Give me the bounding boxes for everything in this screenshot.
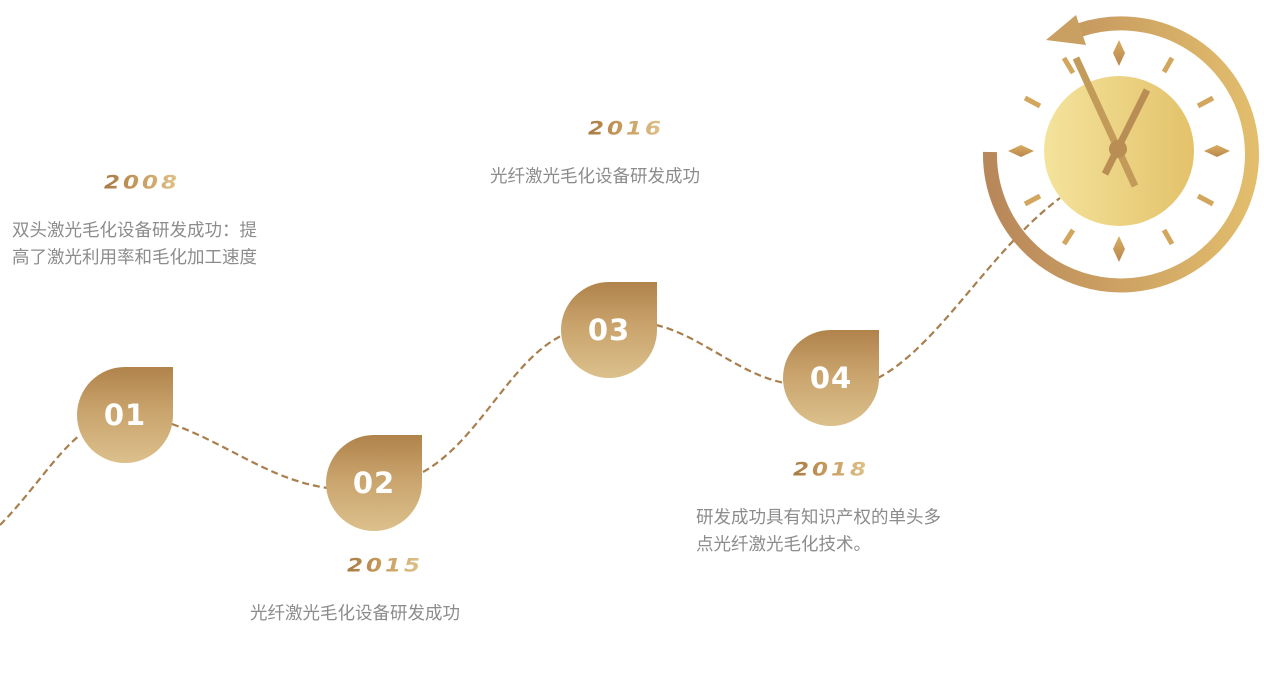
milestone-year: 2018	[793, 459, 870, 481]
milestone-marker: 04	[783, 330, 879, 426]
milestone-year: 2008	[104, 172, 181, 194]
milestone-marker: 02	[326, 435, 422, 531]
milestone-marker: 01	[77, 367, 173, 463]
milestone-description: 光纤激光毛化设备研发成功	[250, 604, 460, 624]
milestone-year: 2016	[588, 118, 665, 140]
milestone-marker: 03	[561, 282, 657, 378]
milestone-description: 研发成功具有知识产权的单头多 点光纤激光毛化技术。	[696, 508, 941, 555]
milestone-description: 光纤激光毛化设备研发成功	[490, 167, 700, 187]
milestone-description: 双头激光毛化设备研发成功：提 高了激光利用率和毛化加工速度	[12, 221, 257, 268]
clock-icon	[982, 15, 1259, 293]
milestone-year: 2015	[347, 555, 424, 577]
